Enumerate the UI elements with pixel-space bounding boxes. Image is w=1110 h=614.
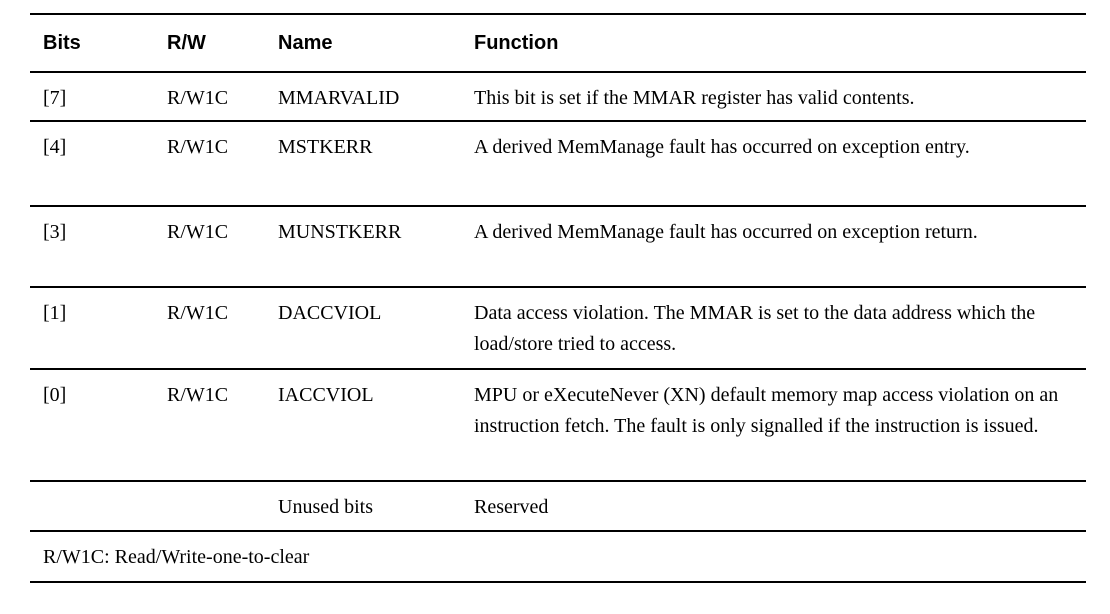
register-bits-table: Bits R/W Name Function [7] R/W1C MMARVAL… (30, 13, 1086, 583)
bits-cell: [3] (43, 221, 67, 243)
function-cell: A derived MemManage fault has occurred o… (474, 221, 978, 243)
bits-cell: [1] (43, 302, 67, 324)
bits-cell (30, 481, 167, 531)
rw-cell (167, 481, 278, 531)
column-header-bits: Bits (43, 31, 81, 54)
bits-cell: [4] (43, 136, 67, 158)
table-row-bit3: [3] R/W1C MUNSTKERR A derived MemManage … (30, 206, 1086, 287)
table-row-bit1: [1] R/W1C DACCVIOL Data access violation… (30, 287, 1086, 369)
bits-cell: [7] (43, 87, 67, 109)
table-footnote-row: R/W1C: Read/Write-one-to-clear (30, 531, 1086, 582)
column-header-function: Function (474, 31, 559, 54)
name-cell: Unused bits (278, 496, 373, 518)
bits-cell: [0] (43, 384, 67, 406)
table-row-bit0: [0] R/W1C IACCVIOL MPU or eXecuteNever (… (30, 369, 1086, 481)
function-cell: Data access violation. The MMAR is set t… (474, 302, 1036, 355)
rw-cell: R/W1C (167, 87, 229, 109)
table-row-unused-bits: Unused bits Reserved (30, 481, 1086, 531)
table-row-bit4: [4] R/W1C MSTKERR A derived MemManage fa… (30, 121, 1086, 206)
rw-cell: R/W1C (167, 136, 229, 158)
table-footnote: R/W1C: Read/Write-one-to-clear (43, 546, 310, 568)
function-cell: MPU or eXecuteNever (XN) default memory … (474, 384, 1059, 437)
column-header-name: Name (278, 31, 333, 54)
function-cell: This bit is set if the MMAR register has… (474, 87, 915, 109)
rw-cell: R/W1C (167, 221, 229, 243)
function-cell: A derived MemManage fault has occurred o… (474, 136, 970, 158)
name-cell: DACCVIOL (278, 302, 382, 324)
name-cell: MUNSTKERR (278, 221, 402, 243)
column-header-rw: R/W (167, 31, 206, 54)
name-cell: IACCVIOL (278, 384, 374, 406)
rw-cell: R/W1C (167, 302, 229, 324)
rw-cell: R/W1C (167, 384, 229, 406)
name-cell: MSTKERR (278, 136, 373, 158)
table-header-row: Bits R/W Name Function (30, 14, 1086, 72)
function-cell: Reserved (474, 496, 549, 518)
name-cell: MMARVALID (278, 87, 400, 109)
table-row-bit7: [7] R/W1C MMARVALID This bit is set if t… (30, 72, 1086, 121)
